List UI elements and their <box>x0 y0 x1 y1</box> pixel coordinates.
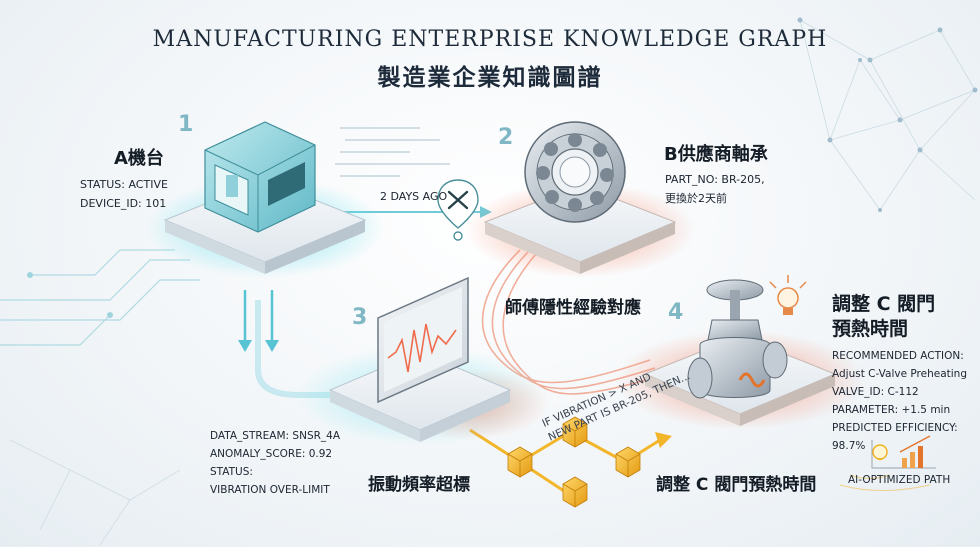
rule-cubes <box>507 416 641 508</box>
valve-action: Adjust C-Valve Preheating <box>832 368 967 380</box>
node-title-bearing: B供應商軸承 <box>664 144 768 165</box>
vibration-anomaly-score: ANOMALY_SCORE: 0.92 <box>210 448 333 460</box>
circuit-traces <box>0 249 200 346</box>
node-number-2: 2 <box>498 125 514 150</box>
valve-predicted: PREDICTED EFFICIENCY: <box>832 422 958 434</box>
page-title-chinese: 製造業企業知識圖譜 <box>377 65 603 91</box>
vibration-data-stream: DATA_STREAM: SNSR_4A <box>210 430 341 442</box>
machine-device-id: DEVICE_ID: 101 <box>80 197 167 210</box>
waveform-monitor-icon <box>377 276 469 404</box>
node-info-machine: STATUS: ACTIVE DEVICE_ID: 101 <box>80 175 168 213</box>
valve-id: VALVE_ID: C-112 <box>832 386 919 398</box>
ai-path-label: AI-OPTIMIZED PATH <box>848 474 951 486</box>
valve-title-line-2: 預熱時間 <box>832 318 909 340</box>
valve-recommended: RECOMMENDED ACTION: <box>832 350 964 362</box>
bearing-part-no: PART_NO: BR-205, <box>665 173 765 186</box>
platform-vibration <box>295 346 550 446</box>
vibration-status: STATUS: <box>210 466 253 478</box>
bearing-icon <box>524 121 626 223</box>
node-title-valve: 調整 C 閥門 預熱時間 <box>832 292 935 342</box>
node-number-4: 4 <box>668 300 684 325</box>
node-title-vibration: 振動頻率超標 <box>368 475 470 495</box>
valve-title-line-1: 調整 C 閥門 <box>832 293 936 315</box>
bar-chart-icon <box>871 435 936 469</box>
machine-status: STATUS: ACTIVE <box>80 178 168 191</box>
node-number-1: 1 <box>178 112 194 137</box>
valve-icon <box>687 279 788 399</box>
cnc-machine-icon <box>204 121 316 233</box>
valve-parameter: PARAMETER: +1.5 min <box>832 404 951 416</box>
edge-label-outcome: 調整 C 閥門預熱時間 <box>656 475 817 495</box>
node-number-3: 3 <box>352 305 368 330</box>
wrench-screwdriver-icon <box>437 179 479 241</box>
platform-bearing <box>465 182 695 278</box>
node-info-valve: RECOMMENDED ACTION: Adjust C-Valve Prehe… <box>832 347 967 455</box>
edge-label-maintenance: 2 DAYS AGO <box>380 190 448 203</box>
bearing-replaced: 更換於2天前 <box>665 192 727 205</box>
node-title-machine: A機台 <box>114 148 164 169</box>
vibration-status-value: VIBRATION OVER-LIMIT <box>210 484 330 496</box>
page-title-english: MANUFACTURING ENTERPRISE KNOWLEDGE GRAPH <box>152 27 828 52</box>
lightbulb-icon <box>769 275 807 315</box>
node-info-bearing: PART_NO: BR-205, 更換於2天前 <box>665 170 765 208</box>
edge-label-expertise: 師傅隱性經驗對應 <box>505 298 641 318</box>
node-info-vibration: DATA_STREAM: SNSR_4A ANOMALY_SCORE: 0.92… <box>210 427 340 499</box>
valve-efficiency: 98.7% <box>832 440 866 452</box>
